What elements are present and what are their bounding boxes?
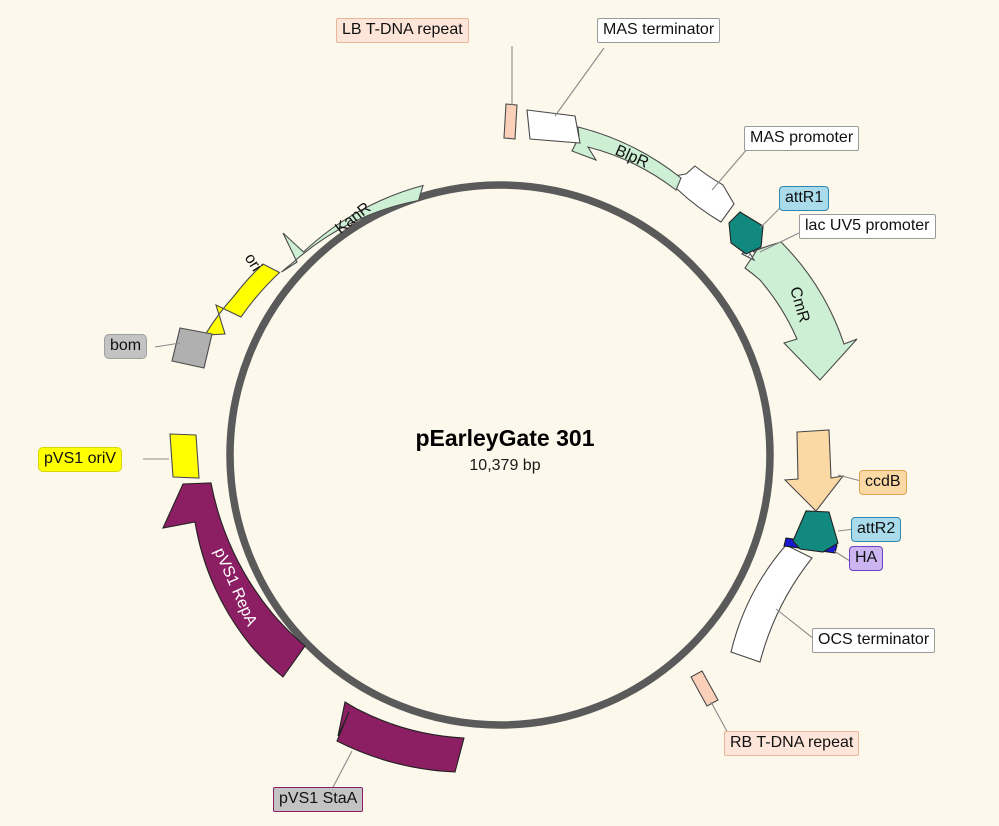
leader-ocs-terminator (775, 608, 815, 640)
callout-bom[interactable]: bom (104, 334, 148, 359)
attr1-pentagon[interactable] (728, 211, 764, 255)
ocs-terminator-box[interactable] (730, 544, 813, 663)
plasmid-title: pEarleyGate 301 (415, 425, 594, 451)
leader-pvs1-staa (331, 750, 353, 790)
ori-label: ori (241, 251, 265, 275)
leader-bom (154, 342, 181, 348)
feature-attr2[interactable] (792, 510, 839, 553)
feature-blpr[interactable]: BlpR (571, 126, 682, 191)
callout-attr2[interactable]: attR2 (851, 517, 902, 542)
feature-pvs1-staa[interactable] (336, 701, 465, 773)
feature-ori[interactable]: ori (203, 251, 281, 336)
ccdb-arrow[interactable] (783, 429, 845, 512)
feature-attr1[interactable] (728, 211, 764, 255)
callout-ocs-terminator[interactable]: OCS terminator (812, 628, 936, 653)
mas-terminator-box[interactable] (526, 109, 581, 144)
leader-lines (143, 46, 862, 790)
callout-ccdb[interactable]: ccdB (859, 470, 907, 495)
callout-ha[interactable]: HA (849, 546, 884, 571)
callout-mas-promoter[interactable]: MAS promoter (744, 126, 860, 151)
backbone-circle (226, 181, 774, 729)
feature-rb-tdna[interactable] (690, 670, 719, 707)
feature-kanr[interactable]: KanR (281, 184, 424, 273)
feature-cmr[interactable]: CmR (744, 241, 858, 381)
leader-rb-tdna (710, 701, 730, 736)
plasmid-size: 10,379 bp (469, 457, 540, 474)
leader-mas-promoter (711, 147, 749, 191)
callout-pvs1-staa[interactable]: pVS1 StaA (273, 787, 364, 812)
kanr-arrow[interactable] (281, 184, 424, 273)
callout-lb-tdna-repeat[interactable]: LB T-DNA repeat (336, 18, 469, 43)
leader-ccdb (837, 474, 862, 482)
pvs1-staa-arrow[interactable] (336, 701, 465, 773)
callout-attr1[interactable]: attR1 (779, 186, 830, 211)
pvs1-repa-arrow[interactable] (162, 482, 306, 678)
rb-tdna-marker[interactable] (690, 670, 719, 707)
ori-arrow[interactable] (203, 263, 281, 336)
callout-rb-tdna-repeat[interactable]: RB T-DNA repeat (724, 731, 860, 756)
pvs1-oriv-box[interactable] (169, 433, 200, 479)
lb-tdna-marker[interactable] (503, 103, 518, 140)
blpr-arrow[interactable] (571, 126, 682, 191)
callout-mas-terminator[interactable]: MAS terminator (597, 18, 721, 43)
blpr-label: BlpR (613, 142, 652, 172)
feature-bom[interactable] (171, 327, 213, 369)
leader-lac-uv5 (759, 231, 802, 253)
bom-box[interactable] (171, 327, 213, 369)
callout-pvs1-oriv[interactable]: pVS1 oriV (38, 447, 123, 472)
attr2-pentagon[interactable] (792, 510, 839, 553)
leader-mas-terminator (554, 47, 605, 117)
feature-lb-tdna[interactable] (503, 103, 518, 140)
feature-mas-terminator[interactable] (526, 109, 581, 144)
backbone-arc (226, 181, 774, 729)
feature-pvs1-oriv[interactable] (169, 433, 200, 479)
center-caption: pEarleyGate 301 10,379 bp (415, 425, 594, 474)
feature-ocs-terminator[interactable] (730, 544, 813, 663)
callout-lac-uv5-promoter[interactable]: lac UV5 promoter (799, 214, 936, 239)
feature-ccdb[interactable] (783, 429, 845, 512)
